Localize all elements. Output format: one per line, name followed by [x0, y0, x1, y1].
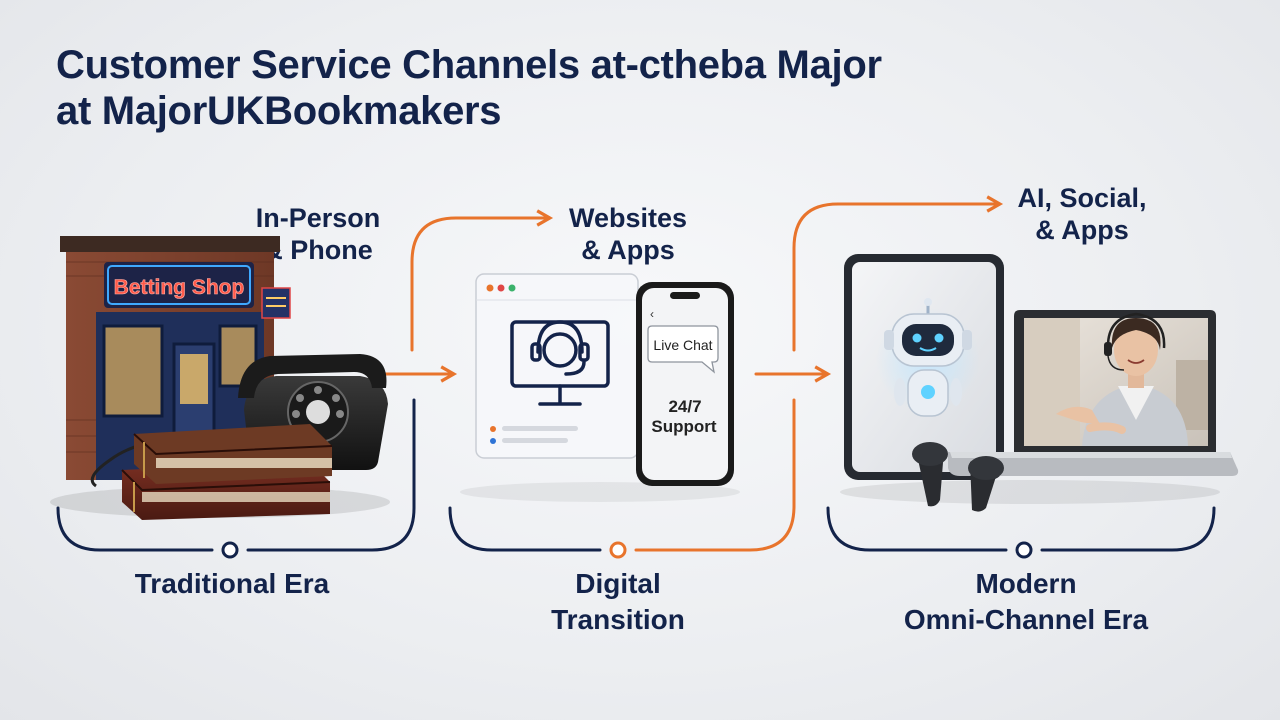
- chatbot-robot-icon: [876, 298, 980, 417]
- stage-2-bracket-left: [448, 506, 602, 552]
- arrow-2-to-3: [792, 195, 1004, 352]
- modern-illustration: [840, 254, 1239, 512]
- stage-2-channel-line-2: & Apps: [581, 235, 675, 265]
- stage-1-channel-label: In-Person & Phone: [228, 202, 408, 266]
- stage-3-node: [1015, 541, 1033, 559]
- stage-1-bracket: [56, 506, 214, 552]
- stage-1-node: [221, 541, 239, 559]
- stage-3-channel-label: AI, Social, & Apps: [992, 182, 1172, 246]
- stage-3-era-line-2: Omni-Channel Era: [903, 604, 1149, 635]
- page-title: Customer Service Channels at-ctheba Majo…: [56, 42, 1056, 134]
- arrow-1-to-2: [410, 209, 554, 352]
- digital-illustration: ‹ Live Chat 24/7 Support: [460, 273, 740, 502]
- title-line-2: at MajorUKBookmakers: [56, 89, 502, 133]
- headset-monitor-icon: [510, 320, 610, 406]
- stage-1-bracket-right: [246, 398, 416, 552]
- stage-2-era-line-1: Digital: [575, 568, 661, 599]
- shop-sign-text: Betting Shop: [114, 276, 245, 299]
- stage-2-era-line-2: Transition: [551, 604, 685, 635]
- stage-2-node: [609, 541, 627, 559]
- stage-3-bracket-right: [1040, 506, 1216, 552]
- stage-3-era-label: Modern Omni-Channel Era: [876, 566, 1176, 638]
- stage-2-channel-label: Websites & Apps: [538, 202, 718, 266]
- stage-1-channel-line-1: In-Person: [255, 203, 381, 233]
- stage-3-channel-line-1: AI, Social,: [1017, 183, 1147, 213]
- stage-2-bracket-right: [634, 398, 796, 552]
- stage-3-era-line-1: Modern: [975, 568, 1077, 599]
- svg-text:‹: ‹: [650, 307, 654, 321]
- stage-3-bracket-left: [826, 506, 1008, 552]
- books-icon: [121, 424, 333, 520]
- betting-shop-illustration: Betting Shop: [50, 236, 390, 520]
- support-line-1: 24/7: [668, 397, 701, 416]
- stage-2-era-label: Digital Transition: [508, 566, 728, 638]
- stage-1-channel-line-2: & Phone: [263, 235, 373, 265]
- live-chat-bubble-text: Live Chat: [653, 337, 712, 353]
- support-line-2: Support: [651, 417, 716, 436]
- connector-lines: [56, 195, 1216, 552]
- stage-3-channel-line-2: & Apps: [1035, 215, 1129, 245]
- stage-2-channel-line-1: Websites: [568, 203, 688, 233]
- stage-1-era-line-1: Traditional Era: [134, 568, 330, 599]
- support-agent-avatar: [1056, 312, 1188, 446]
- title-line-1: Customer Service Channels at-ctheba Majo…: [56, 43, 882, 87]
- stage-1-era-label: Traditional Era: [112, 566, 352, 602]
- smartphone-icon: ‹ Live Chat 24/7 Support: [636, 282, 734, 486]
- earbuds-icon: [912, 442, 1004, 512]
